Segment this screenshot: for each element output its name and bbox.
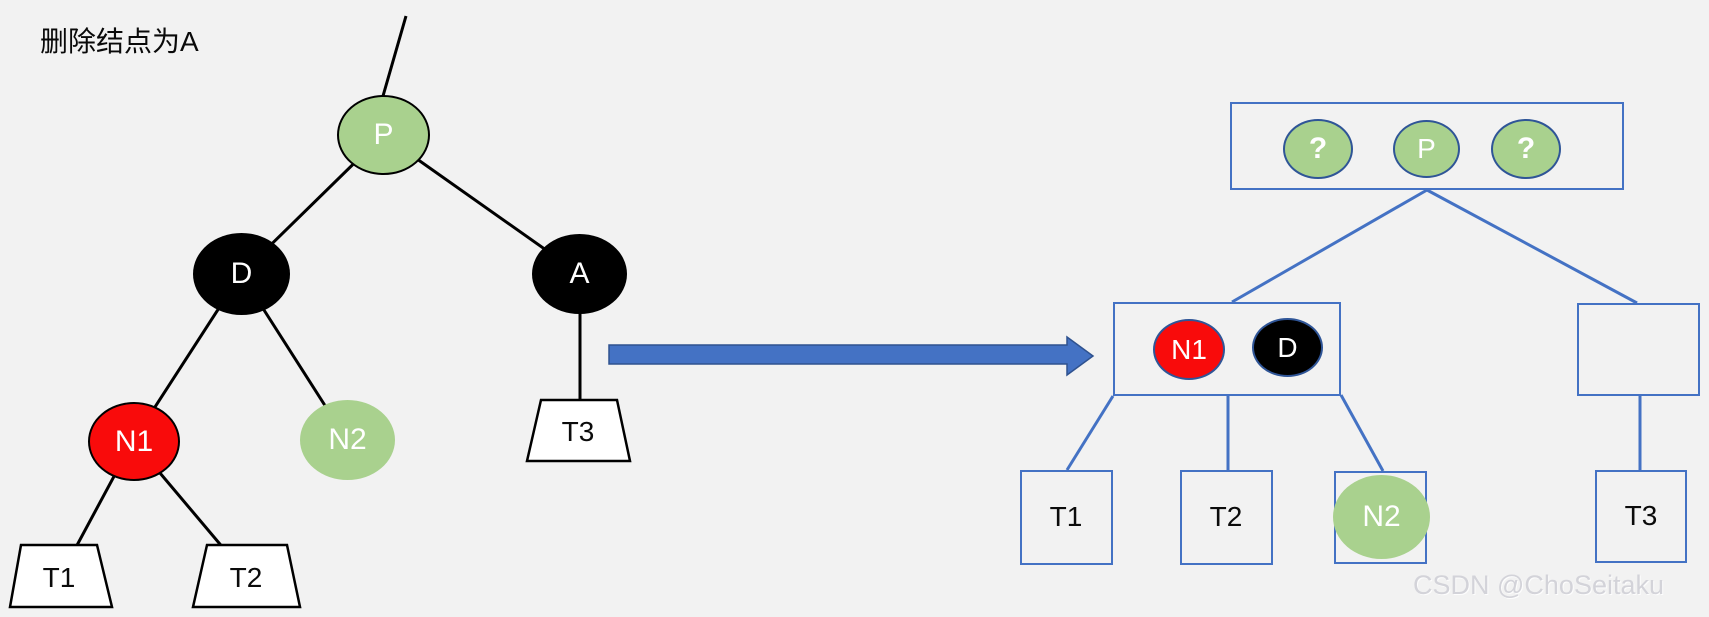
left-node-d-label: D (230, 257, 253, 290)
right-unknown-right-label: ? (1516, 132, 1536, 165)
right-t1-box (1020, 470, 1113, 565)
right-parent-box (1230, 102, 1624, 190)
right-merged-box (1113, 302, 1341, 396)
transform-arrow (608, 335, 1095, 377)
connector-mergedbox-to-n2 (1339, 394, 1385, 472)
connector-mergedbox-to-t1 (1065, 395, 1115, 471)
right-unknown-right-node: ? (1491, 119, 1561, 179)
right-node-d: D (1252, 318, 1323, 377)
left-subtree-t3-label: T3 (561, 416, 595, 447)
right-structure-connectors (1065, 188, 1642, 472)
left-node-n1: N1 (88, 402, 180, 481)
left-node-n2: N2 (300, 400, 395, 480)
left-node-d: D (193, 233, 290, 315)
right-t1-label: T1 (1049, 501, 1083, 532)
right-node-p-label: P (1417, 133, 1436, 164)
t3-trapezoid (525, 398, 632, 463)
t2-trapezoid (191, 543, 302, 609)
right-node-n2-label: N2 (1362, 500, 1401, 533)
left-node-a-label: A (569, 257, 590, 290)
left-node-a: A (532, 234, 627, 314)
right-t3-box (1595, 470, 1687, 563)
right-t2-box (1180, 470, 1273, 565)
right-unknown-left-label: ? (1308, 132, 1328, 165)
page-title: 删除结点为A (40, 26, 199, 57)
right-node-d-label: D (1277, 331, 1298, 363)
left-node-n2-label: N2 (328, 423, 367, 456)
connector-parentbox-to-emptybox (1426, 188, 1638, 305)
connector-parentbox-to-mergedbox (1231, 188, 1428, 304)
right-node-n1-label: N1 (1171, 333, 1207, 365)
left-node-p: P (337, 95, 430, 175)
left-node-n1-label: N1 (114, 424, 154, 458)
right-t3-label: T3 (1624, 500, 1658, 531)
right-t2-label: T2 (1209, 501, 1243, 532)
right-node-p: P (1393, 120, 1460, 178)
right-unknown-left-node: ? (1283, 119, 1353, 179)
watermark: CSDN @ChoSeitaku (1413, 570, 1665, 600)
edge-root-to-p (381, 15, 408, 97)
left-subtree-t2-label: T2 (229, 562, 263, 593)
t1-trapezoid (8, 543, 114, 609)
left-subtree-shapes (8, 398, 632, 609)
right-node-n1: N1 (1153, 319, 1225, 380)
left-subtree-t1-label: T1 (42, 562, 76, 593)
left-tree-edges (59, 15, 582, 576)
right-node-n2: N2 (1333, 475, 1430, 559)
right-empty-box (1577, 303, 1700, 396)
left-node-p-label: P (373, 118, 394, 151)
